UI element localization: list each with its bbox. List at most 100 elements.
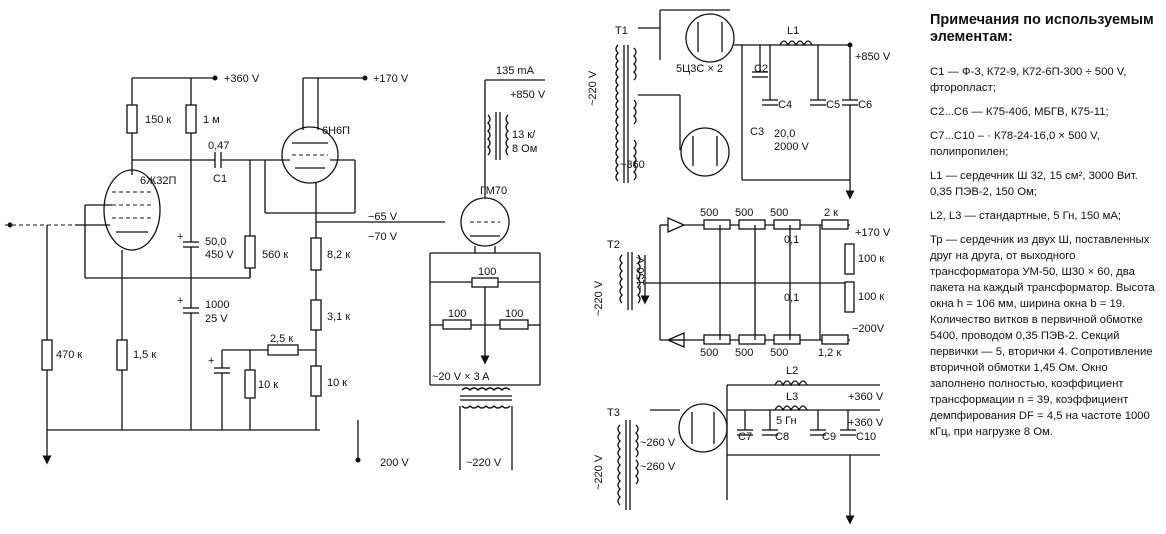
resistor-500-f [773, 334, 801, 345]
resistor-470k [41, 339, 53, 371]
resistor-100-left [442, 319, 472, 330]
label-560k: 560 к [262, 249, 288, 261]
label-c2: C2 [754, 63, 768, 75]
plus-sign: + [177, 295, 183, 307]
filament-transformer [461, 387, 511, 391]
transformer-t2 [619, 254, 623, 304]
label-2000v: 2000 V [774, 141, 810, 153]
label-c01-b: 0,1 [784, 292, 799, 304]
resistor-2k [821, 219, 849, 230]
label-l2: L2 [786, 365, 798, 377]
label-mains-t2: ~220 V [593, 280, 605, 316]
resistor-500-a [703, 219, 731, 230]
choke-l3 [774, 405, 808, 412]
label-c3: C3 [750, 126, 764, 138]
terminal-360 [212, 75, 218, 81]
label-170v-psu: +170 V [855, 227, 891, 239]
label-13k: 13 к/ [512, 129, 536, 141]
plus-sign: + [208, 355, 214, 367]
label-t3: T3 [607, 407, 620, 419]
label-50: 50,0 [205, 236, 226, 248]
label-850v-amp: +850 V [510, 89, 546, 101]
label-tube-gm70: ГМ70 [480, 185, 507, 197]
label-c01-a: 0,1 [784, 234, 799, 246]
choke-l2 [774, 380, 808, 387]
label-260v-b: ~260 V [640, 461, 676, 473]
label-200v: 200 V [380, 457, 409, 469]
label-8-ohm: 8 Ом [512, 143, 537, 155]
output-transformer-secondary [505, 114, 509, 156]
note-c7-c10: C7...C10 – · К78-24-16,0 × 500 V, полипр… [930, 130, 1100, 158]
note-c1: C1 — Ф-3, К72-9, К72-6П-300 ÷ 500 V, фто… [930, 66, 1127, 94]
label-1-5k: 1,5 к [133, 349, 156, 361]
label-3-1k: 3,1 к [327, 311, 350, 323]
resistor-500-c [773, 219, 801, 230]
label-8-2k: 8,2 к [327, 249, 350, 261]
label-2-5k: 2,5 к [270, 333, 293, 345]
label-100-left: 100 [448, 308, 466, 320]
label-850v-psu: +850 V [855, 51, 891, 63]
label-500-e: 500 [735, 347, 753, 359]
rectifier-tube-1 [685, 13, 735, 63]
label-c9: C9 [822, 431, 836, 443]
transformer-t1 [615, 44, 619, 182]
psu-850v: T1 ~220 V ~360 5Ц3С × 2 C2 L1 +850 V [587, 9, 891, 200]
label-l3: L3 [786, 391, 798, 403]
plus-sign: + [177, 231, 183, 243]
resistor-10k-b [310, 365, 322, 397]
resistor-100k-b [844, 281, 855, 313]
resistor-3-1k [310, 299, 322, 331]
label-360v-a: +360 V [848, 391, 884, 403]
label-500-d: 500 [700, 347, 718, 359]
resistor-150k [126, 104, 138, 134]
label-360-t1: ~360 [620, 159, 645, 171]
label-360v-b: +360 V [848, 417, 884, 429]
label-500-f: 500 [770, 347, 788, 359]
label-c7: C7 [738, 431, 752, 443]
label-100-top: 100 [478, 266, 496, 278]
label-c6: C6 [858, 99, 872, 111]
note-l2-l3: L2, L3 — стандартные, 5 Гн, 150 мА; [930, 210, 1122, 222]
label-tube-6n6p: 6Н6П [322, 125, 350, 137]
note-l1: L1 — сердечник Ш 32, 15 см², 3000 Вит. 0… [930, 170, 1138, 198]
label-500-a: 500 [700, 207, 718, 219]
input-terminal [7, 222, 13, 228]
rectifier-tube-3 [678, 403, 728, 453]
resistor-2-5k [267, 344, 299, 356]
label-170v: +170 V [373, 73, 409, 85]
label-minus70v: −70 V [368, 231, 398, 243]
label-260v-a: ~260 V [640, 437, 676, 449]
label-470k: 470 к [56, 349, 82, 361]
label-filament: ~20 V × 3 A [432, 371, 490, 383]
label-20: 20,0 [774, 128, 795, 140]
amplifier-circuit: +360 V 150 к 1 м 0,47 C1 6Ж32П 470 к [5, 65, 546, 470]
label-1m: 1 м [203, 114, 220, 126]
label-mains-t3: ~220 V [593, 454, 605, 490]
label-minus65v: −65 V [368, 211, 398, 223]
resistor-100-top [471, 277, 499, 288]
note-transformer: Тр — сердечник из двух Ш, поставленных д… [930, 234, 1155, 438]
diode-top [667, 217, 686, 233]
label-360v: +360 V [224, 73, 260, 85]
label-c1: C1 [213, 173, 227, 185]
schematic: +360 V 150 к 1 м 0,47 C1 6Ж32П 470 к [5, 9, 891, 525]
label-150v: ~150 V [635, 256, 647, 292]
label-100k-b: 100 к [858, 291, 884, 303]
notes-title: Примечания по используемым элементам: [930, 12, 1154, 45]
psu-bias: T2 ~220 V ~150 V 500 500 500 2 к 500 500… [593, 207, 891, 359]
label-25v: 25 V [205, 313, 228, 325]
label-l1: L1 [787, 25, 799, 37]
label-10k-a: 10 к [258, 379, 278, 391]
label-1000: 1000 [205, 299, 229, 311]
label-t2: T2 [607, 239, 620, 251]
label-c10: C10 [856, 431, 876, 443]
label-c047: 0,47 [208, 140, 229, 152]
resistor-500-e [738, 334, 766, 345]
resistor-500-b [738, 219, 766, 230]
label-450v: 450 V [205, 249, 234, 261]
resistor-500-d [703, 334, 731, 345]
resistor-1-2k [821, 334, 849, 345]
label-mains-amp: ~220 V [466, 457, 502, 469]
label-c8: C8 [775, 431, 789, 443]
label-5h: 5 Гн [776, 415, 797, 427]
